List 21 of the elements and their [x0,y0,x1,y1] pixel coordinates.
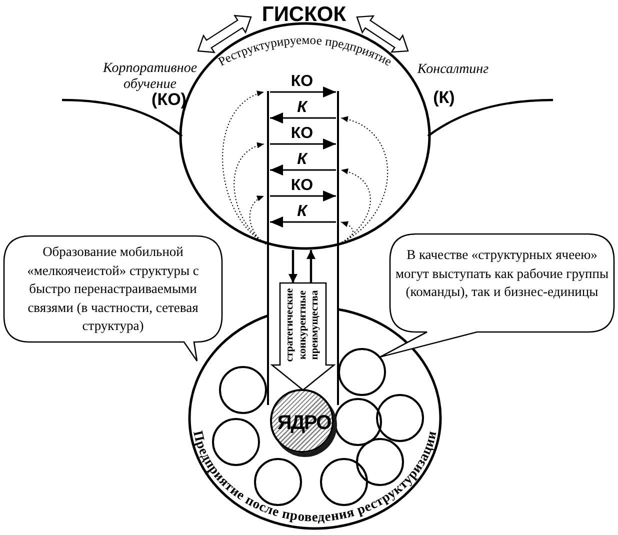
area-label: Консалтинг [417,62,489,78]
flow-label: К [297,100,307,116]
core-label: ЯДРО [277,411,331,435]
arrow [306,250,316,283]
flow-label: КО [290,126,314,142]
flow-label: КО [290,74,314,90]
callout-text: В качестве «структурных ячеею» могут выступать как рабочие группы (команды), так и бизнес-единицы [395,246,609,301]
hollow-arrow [270,282,336,392]
heading: ГИСКОК [262,3,346,27]
callout-text: Образование мобильной «мелкоячеистой» структуры с быстро перенастраиваемыми связями (в частности, сетевая структура) [26,243,200,335]
cell-circle [219,366,267,414]
speech-bubble [378,232,617,360]
flow-label: К [297,152,307,168]
flow-label: КО [290,178,314,194]
abbreviation-label: (КО) [152,90,186,109]
arrow [288,250,298,283]
area-label: Корпоративное обучение [102,61,198,92]
abbreviation-label: (К) [433,88,455,107]
flow-label: К [297,204,307,220]
arrow-label: стратегические конкурентные преимущества [284,287,322,364]
cell-circle [338,348,386,396]
